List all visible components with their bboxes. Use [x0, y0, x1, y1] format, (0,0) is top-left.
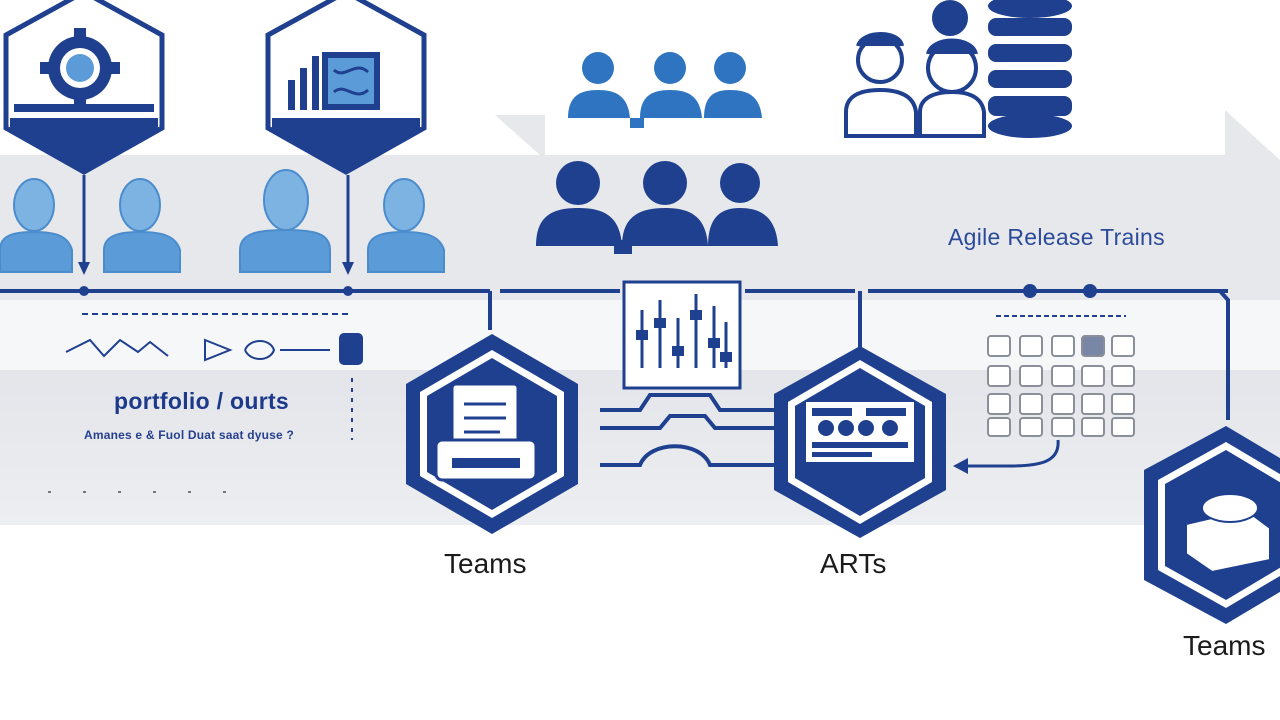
person-icon: [239, 169, 331, 273]
person-icon: [103, 178, 181, 273]
box-hexagon-icon: [1144, 426, 1280, 624]
chart-hexagon-icon: [265, 0, 427, 175]
portfolio-subtitle: Amanes e & Fuol Duat saat dyuse ?: [84, 428, 294, 442]
teams-left-label: Teams: [444, 548, 527, 579]
line-knots: [79, 284, 1097, 298]
teams-right-label: Teams: [1183, 630, 1266, 661]
background-band-upper: [0, 110, 1280, 300]
person-icon: [0, 178, 73, 273]
portfolio-sketch-row: [48, 313, 363, 493]
arts-label: ARTs: [820, 548, 887, 579]
group-icon-lower: [536, 161, 778, 254]
teams-board-icon: [774, 346, 946, 538]
group-icon-upper: [568, 52, 762, 128]
database-icon: [988, 0, 1072, 138]
person-icon-row: [0, 169, 445, 273]
person-icon: [367, 178, 445, 273]
control-panel-icon: [622, 280, 742, 390]
arrow-head-down-left: [78, 262, 90, 275]
gear-hexagon-icon: [3, 0, 165, 175]
arrow-head-return: [953, 458, 968, 474]
arrow-head-down-right: [342, 262, 354, 275]
document-printer-icon: [406, 334, 578, 534]
portfolio-title: portfolio / ourts: [114, 388, 290, 414]
agile-release-trains-title: Agile Release Trains: [948, 224, 1165, 250]
calendar-grid-icon: [987, 315, 1135, 437]
team-outline-icon: [844, 0, 986, 138]
